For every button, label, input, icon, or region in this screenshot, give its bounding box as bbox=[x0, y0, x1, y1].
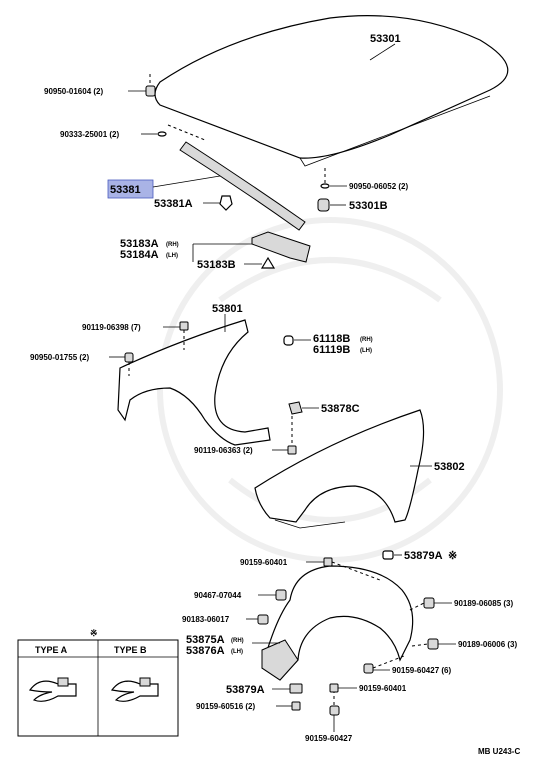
tag-hinge-lh: (LH) bbox=[166, 253, 178, 259]
label-liner-nut: 90467-07044 bbox=[194, 591, 242, 600]
label-hinge-rh: 53183A bbox=[120, 238, 159, 250]
clip-type-b-illustration bbox=[110, 677, 159, 702]
tag-liner-lh: (LH) bbox=[231, 649, 243, 655]
seal-clip[interactable] bbox=[219, 195, 233, 211]
label-liner-clip-a: 90159-60401 bbox=[240, 558, 288, 567]
liner-screw[interactable] bbox=[257, 614, 269, 625]
highlight-53381 bbox=[107, 179, 154, 199]
label-seal-clip: 53381A bbox=[154, 198, 193, 210]
label-hood-bolt: 90950-01604 (2) bbox=[44, 87, 103, 96]
liner-clip-d[interactable] bbox=[329, 683, 339, 693]
dash-liner-screw-b bbox=[411, 643, 429, 647]
label-liner-screw: 90183-06017 bbox=[182, 615, 230, 624]
tag-hinge-rh: (RH) bbox=[166, 242, 179, 248]
label-liner-screw-a: 90189-06085 (3) bbox=[454, 599, 513, 608]
dash-hood-clip bbox=[167, 124, 206, 141]
label-cushion-b: 53301B bbox=[349, 200, 388, 212]
hood-seal[interactable] bbox=[179, 141, 306, 231]
fender-bracket[interactable] bbox=[288, 401, 303, 415]
label-hinge-sub: 53183B bbox=[197, 259, 236, 271]
fender-bolt-a[interactable] bbox=[179, 321, 189, 331]
fender-emblem[interactable] bbox=[283, 335, 294, 346]
dash-liner-clip-a bbox=[331, 561, 381, 581]
label-cushion-a: 90950-06052 (2) bbox=[349, 182, 408, 191]
label-hood: 53301 bbox=[370, 33, 401, 45]
liner-screw-b[interactable] bbox=[427, 638, 439, 650]
liner-clip-type[interactable] bbox=[382, 550, 394, 560]
fender-right[interactable] bbox=[254, 409, 425, 529]
tag-emblem-rh: (RH) bbox=[360, 337, 373, 343]
label-seal[interactable]: 53381 bbox=[110, 184, 141, 196]
label-emblem-rh: 61118B bbox=[313, 333, 350, 345]
label-liner-lh: 53876A bbox=[186, 645, 225, 657]
hood-panel[interactable] bbox=[154, 15, 509, 167]
clip-type-a-illustration bbox=[28, 677, 77, 702]
tag-liner-rh: (RH) bbox=[231, 638, 244, 644]
diagram-code: MB U243-C bbox=[478, 747, 520, 756]
hood-cushion-a[interactable] bbox=[320, 183, 330, 189]
liner-clip-a[interactable] bbox=[323, 557, 333, 567]
label-liner-clip-d: 90159-60401 bbox=[359, 684, 407, 693]
label-liner-clip-b: 90159-60516 (2) bbox=[196, 702, 255, 711]
label-liner-clip-e: 90159-60427 (6) bbox=[392, 666, 451, 675]
label-liner-clip-type: 53879A bbox=[404, 550, 443, 562]
tag-emblem-lh: (LH) bbox=[360, 348, 372, 354]
label-liner-rh: 53875A bbox=[186, 634, 225, 646]
legend-type-a: TYPE A bbox=[35, 645, 68, 655]
label-fender-bolt-b: 90119-06363 (2) bbox=[194, 446, 253, 455]
legend-mark: ※ bbox=[90, 628, 98, 638]
liner-nut[interactable] bbox=[275, 589, 287, 601]
fender-bolt-b[interactable] bbox=[287, 445, 297, 455]
liner-screw-a[interactable] bbox=[423, 597, 435, 609]
hood-bolt[interactable] bbox=[145, 85, 156, 97]
liner-clip-e[interactable] bbox=[363, 663, 374, 674]
label-fender-right: 53802 bbox=[434, 461, 465, 473]
liner-clip-c[interactable] bbox=[329, 705, 340, 716]
label-hinge-lh: 53184A bbox=[120, 249, 159, 261]
note-mark: ※ bbox=[448, 550, 457, 562]
leader-hood bbox=[369, 43, 396, 61]
label-liner-screw-b: 90189-06006 (3) bbox=[458, 640, 517, 649]
leader-seal bbox=[152, 175, 221, 188]
hood-cushion-b[interactable] bbox=[317, 198, 330, 212]
hood-clip[interactable] bbox=[157, 131, 167, 137]
label-fender-bolt-a: 90119-06398 (7) bbox=[82, 323, 141, 332]
hinge-sub-part[interactable] bbox=[260, 256, 276, 269]
label-fender-plug: 90950-01755 (2) bbox=[30, 353, 89, 362]
label-liner-bracket: 53879A bbox=[226, 684, 265, 696]
legend-type-b: TYPE B bbox=[114, 645, 147, 655]
label-fender-left: 53801 bbox=[212, 303, 243, 315]
fender-left[interactable] bbox=[117, 319, 271, 446]
hood-hinge[interactable] bbox=[251, 231, 311, 263]
label-emblem-lh: 61119B bbox=[313, 344, 350, 356]
fender-liner[interactable] bbox=[261, 565, 414, 681]
legend-panel: ※ TYPE A TYPE B bbox=[17, 628, 179, 737]
label-fender-bracket: 53878C bbox=[321, 403, 360, 415]
dash-liner-screw-a bbox=[409, 602, 425, 611]
label-hood-clip: 90333-25001 (2) bbox=[60, 130, 119, 139]
liner-clip-b[interactable] bbox=[291, 701, 301, 711]
liner-bracket[interactable] bbox=[289, 683, 303, 694]
fender-plug[interactable] bbox=[124, 352, 134, 363]
label-liner-clip-c: 90159-60427 bbox=[305, 734, 353, 743]
